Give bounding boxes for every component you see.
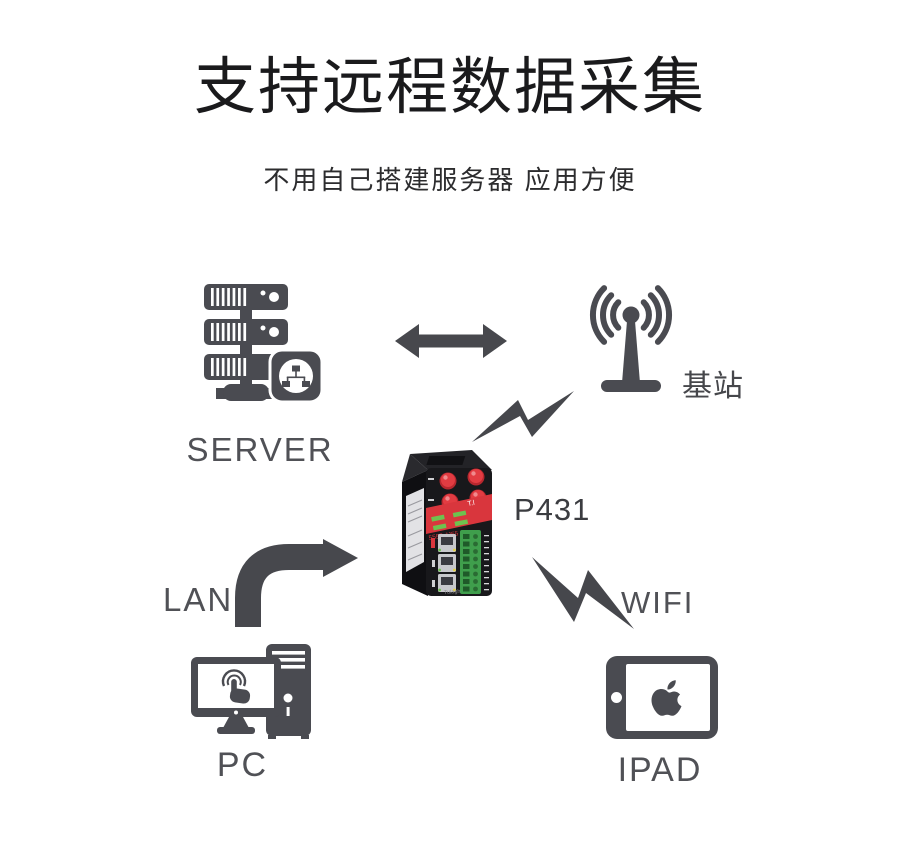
basestation-label: 基站 (682, 370, 744, 403)
router-model-label: P431 (514, 492, 591, 527)
touch-hand-icon (221, 669, 251, 704)
pc-monitor (191, 657, 281, 734)
lightning-bolt-icon (532, 557, 634, 629)
pc-icon (191, 644, 311, 739)
ipad-label: IPAD (617, 751, 703, 789)
antenna-tower-icon (589, 285, 673, 392)
server-icon (204, 284, 324, 404)
wifi-label: WIFI (621, 585, 695, 620)
page-title: 支持远程数据采集 (193, 53, 706, 122)
pc-label: PC (216, 746, 269, 784)
server-label: SERVER (186, 431, 334, 468)
ipad-icon (606, 656, 718, 739)
double-headed-arrow-icon (395, 324, 507, 358)
terminal-block (460, 530, 489, 594)
lightning-bolt-icon (472, 391, 574, 442)
ethernet-ports (431, 534, 456, 592)
apple-logo-icon (651, 680, 682, 716)
page-subtitle: 不用自己搭建服务器 应用方便 (263, 165, 637, 195)
svg-text:Tulagh: Tulagh (444, 589, 461, 596)
svg-text:T.l: T.l (467, 500, 476, 508)
network-badge-icon (268, 348, 324, 404)
lan-curved-arrow-icon (235, 539, 358, 627)
router-device-image: T.l 5555 JJ55 (402, 450, 492, 596)
lan-label: LAN (163, 581, 234, 618)
home-button (611, 692, 622, 703)
